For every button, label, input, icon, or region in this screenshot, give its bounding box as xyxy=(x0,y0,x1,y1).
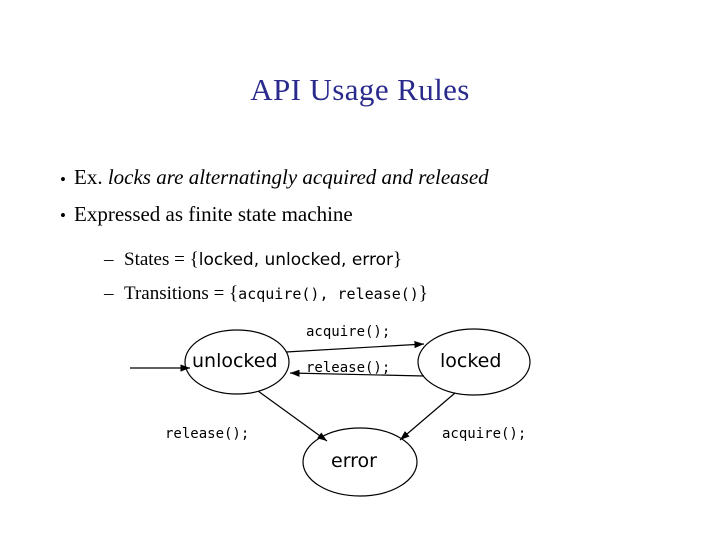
bullet-text-prefix: Expressed as finite state machine xyxy=(74,201,353,226)
sub-marker: – xyxy=(104,283,114,305)
edge-unlocked-to-error xyxy=(257,390,328,442)
state-machine-svg xyxy=(130,328,531,497)
state-locked-shape xyxy=(417,328,531,396)
brace-close: } xyxy=(418,283,428,305)
edge-locked-to-unlocked xyxy=(289,369,425,377)
state-error-shape xyxy=(302,427,418,497)
brace-close: } xyxy=(392,249,403,271)
bullet-item-2: • Expressed as finite state machine xyxy=(52,197,692,234)
edge-label-release-left: release(); xyxy=(165,426,250,442)
sub-item-states: –States = {locked, unlocked, error} xyxy=(104,243,692,277)
edge-label-acquire-right: acquire(); xyxy=(442,426,527,442)
bullet-marker: • xyxy=(60,169,66,189)
edge-unlocked-to-locked xyxy=(285,340,425,353)
sub-label: Transitions = xyxy=(124,283,230,305)
bullet-list: • Ex. locks are alternatingly acquired an… xyxy=(52,160,692,311)
state-error-label: error xyxy=(331,450,377,472)
state-locked-label: locked xyxy=(440,350,502,372)
brace-open: { xyxy=(189,249,199,271)
transitions-set: acquire(), release() xyxy=(238,285,419,304)
edge-label-acquire-top: acquire(); xyxy=(306,324,391,340)
state-unlocked-shape xyxy=(184,329,290,395)
edge-locked-to-error xyxy=(399,392,456,441)
sub-marker: – xyxy=(104,249,114,271)
page-title: API Usage Rules xyxy=(250,72,470,107)
sub-label: States = xyxy=(124,249,190,271)
edge-label-release-mid: release(); xyxy=(306,360,391,376)
state-unlocked-label: unlocked xyxy=(192,350,278,372)
state-machine-diagram: unlocked locked error acquire(); release… xyxy=(0,300,720,530)
bullet-text-prefix: Ex. xyxy=(74,165,108,189)
bullet-text-italic: locks are alternatingly acquired and rel… xyxy=(107,165,489,189)
bullet-item-1: • Ex. locks are alternatingly acquired an… xyxy=(52,160,692,197)
states-set: locked, unlocked, error xyxy=(198,250,393,271)
bullet-marker: • xyxy=(60,206,66,226)
brace-open: { xyxy=(229,283,239,305)
sub-item-transitions: –Transitions = {acquire(), release()} xyxy=(104,277,692,311)
